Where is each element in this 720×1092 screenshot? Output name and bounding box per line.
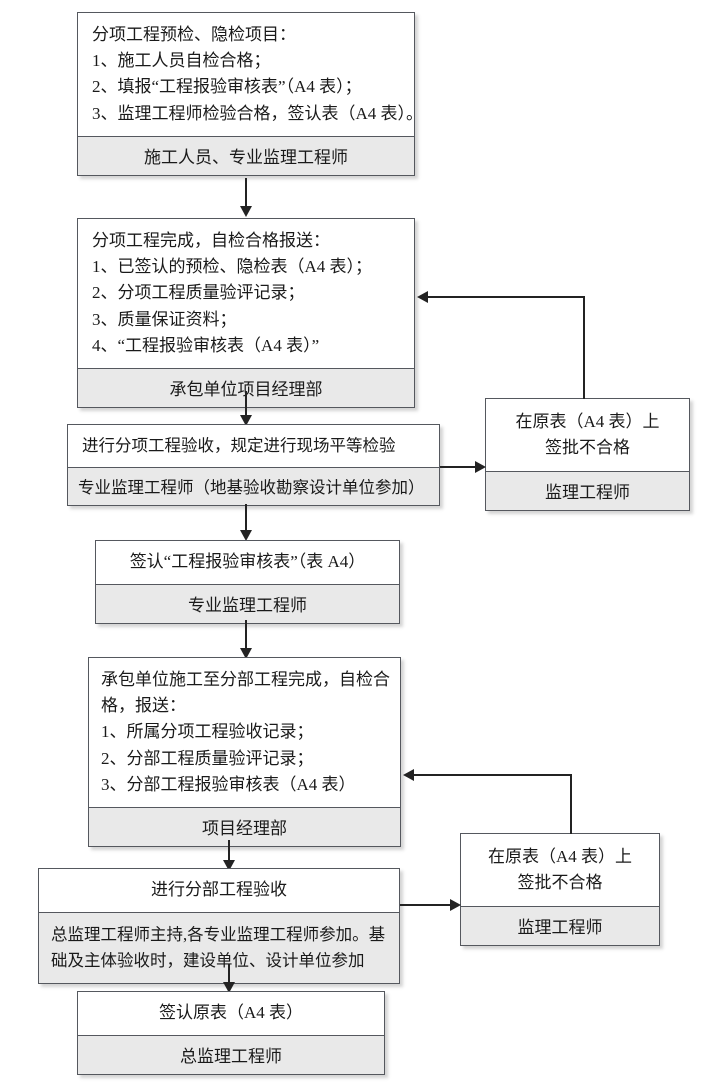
- arrowhead-right-n4: [475, 460, 486, 473]
- arrowhead-down-n3: [239, 415, 252, 426]
- node-body: 分项工程完成，自检合格报送： 1、已签认的预检、隐检表（A4 表）； 2、分项工…: [78, 219, 414, 368]
- node-role: 监理工程师: [486, 471, 689, 511]
- node-role: 总监理工程师主持,各专业监理工程师参加。基 础及主体验收时，建设单位、设计单位参…: [39, 912, 399, 983]
- node-body: 在原表（A4 表）上 签批不合格: [486, 399, 689, 472]
- connector-n4-feedback-horizontal: [428, 296, 584, 298]
- node-role-line: 础及主体验收时，建设单位、设计单位参加: [51, 950, 365, 970]
- node-body: 进行分部工程验收: [39, 869, 399, 913]
- node-role: 专业监理工程师: [96, 584, 399, 624]
- node-role: 监理工程师: [461, 906, 659, 946]
- node-line: 签认“工程报验审核表”（表 A4）: [129, 552, 366, 571]
- connector-n8-n9: [228, 964, 230, 986]
- node-reject-lower[interactable]: 在原表（A4 表）上 签批不合格 监理工程师: [460, 833, 660, 947]
- node-line: 1、所属分项工程验收记录；: [101, 722, 314, 742]
- node-body: 在原表（A4 表）上 签批不合格: [461, 834, 659, 907]
- node-line: 承包单位施工至分部工程完成，自检合: [101, 670, 390, 689]
- node-line: 在原表（A4 表）上: [487, 847, 633, 866]
- node-line: 2、填报“工程报验审核表”（A4 表）；: [92, 77, 362, 97]
- connector-n7-feedback-horizontal: [414, 774, 571, 776]
- connector-n8-n7: [400, 904, 453, 906]
- node-role: 施工人员、专业监理工程师: [78, 135, 414, 175]
- node-body: 签认“工程报验审核表”（表 A4）: [96, 541, 399, 585]
- arrowhead-left-n6-feedback: [403, 768, 414, 781]
- node-line: 4、“工程报验审核表（A4 表）”: [92, 335, 320, 355]
- node-line: 2、分项工程质量验评记录；: [92, 283, 305, 303]
- arrowhead-right-n7: [450, 898, 461, 911]
- arrowhead-left-n2-feedback: [417, 290, 428, 303]
- arrowhead-down-n8: [222, 860, 235, 871]
- node-subitem-acceptance[interactable]: 进行分项工程验收，规定进行现场平等检验 专业监理工程师（地基验收勘察设计单位参加…: [67, 424, 440, 507]
- node-line: 签批不合格: [517, 873, 603, 893]
- connector-n3-n4: [440, 466, 478, 468]
- node-role: 项目经理部: [89, 806, 400, 846]
- node-body: 分项工程预检、隐检项目： 1、施工人员自检合格； 2、填报“工程报验审核表”（A…: [78, 13, 424, 136]
- node-line: 2、分部工程质量验评记录；: [101, 748, 314, 768]
- connector-n7-feedback-vertical: [570, 774, 572, 834]
- node-sign-original-form[interactable]: 签认原表（A4 表） 总监理工程师: [77, 991, 385, 1076]
- node-line: 签认原表（A4 表）: [158, 1003, 304, 1022]
- node-subitem-complete-submit[interactable]: 分项工程完成，自检合格报送： 1、已签认的预检、隐检表（A4 表）； 2、分项工…: [77, 218, 415, 408]
- node-body: 承包单位施工至分部工程完成，自检合 格，报送： 1、所属分项工程验收记录； 2、…: [89, 658, 400, 807]
- node-role-line: 总监理工程师主持,各专业监理工程师参加。基: [51, 925, 386, 945]
- connector-n4-feedback-vertical: [583, 296, 585, 399]
- node-body: 签认原表（A4 表）: [78, 992, 384, 1036]
- connector-n3-n5: [245, 504, 247, 534]
- node-line: 3、质量保证资料；: [92, 309, 237, 329]
- node-division-acceptance[interactable]: 进行分部工程验收 总监理工程师主持,各专业监理工程师参加。基 础及主体验收时，建…: [38, 868, 400, 984]
- arrowhead-down-n2: [239, 206, 252, 217]
- node-division-complete-submit[interactable]: 承包单位施工至分部工程完成，自检合 格，报送： 1、所属分项工程验收记录； 2、…: [88, 657, 401, 847]
- arrowhead-down-n5: [239, 530, 252, 541]
- arrowhead-down-n6: [239, 648, 252, 659]
- node-sign-review-form[interactable]: 签认“工程报验审核表”（表 A4） 专业监理工程师: [95, 540, 400, 625]
- connector-n2-n3: [245, 391, 247, 419]
- connector-n5-n6: [245, 620, 247, 652]
- node-body: 进行分项工程验收，规定进行现场平等检验: [68, 425, 439, 468]
- node-line: 在原表（A4 表）上: [515, 412, 660, 431]
- node-role: 总监理工程师: [78, 1035, 384, 1075]
- node-line: 分项工程完成，自检合格报送：: [92, 231, 330, 250]
- connector-n6-n8: [228, 840, 230, 864]
- node-line: 签批不合格: [545, 438, 630, 458]
- node-line: 3、监理工程师检验合格，签认表（A4 表）。: [92, 103, 424, 123]
- node-line: 1、施工人员自检合格；: [92, 51, 271, 71]
- node-line: 进行分项工程验收，规定进行现场平等检验: [82, 436, 396, 455]
- node-line: 进行分部工程验收: [151, 880, 287, 899]
- node-role: 专业监理工程师（地基验收勘察设计单位参加）: [68, 467, 439, 506]
- node-subitem-precheck[interactable]: 分项工程预检、隐检项目： 1、施工人员自检合格； 2、填报“工程报验审核表”（A…: [77, 12, 424, 176]
- node-line: 3、分部工程报验审核表（A4 表）: [101, 774, 356, 794]
- node-line: 分项工程预检、隐检项目：: [92, 25, 296, 44]
- arrowhead-down-n9: [222, 982, 235, 993]
- node-line: 格，报送：: [101, 696, 186, 716]
- connector-n1-n2: [245, 178, 247, 210]
- node-line: 1、已签认的预检、隐检表（A4 表）；: [92, 257, 373, 277]
- node-reject-upper[interactable]: 在原表（A4 表）上 签批不合格 监理工程师: [485, 398, 690, 512]
